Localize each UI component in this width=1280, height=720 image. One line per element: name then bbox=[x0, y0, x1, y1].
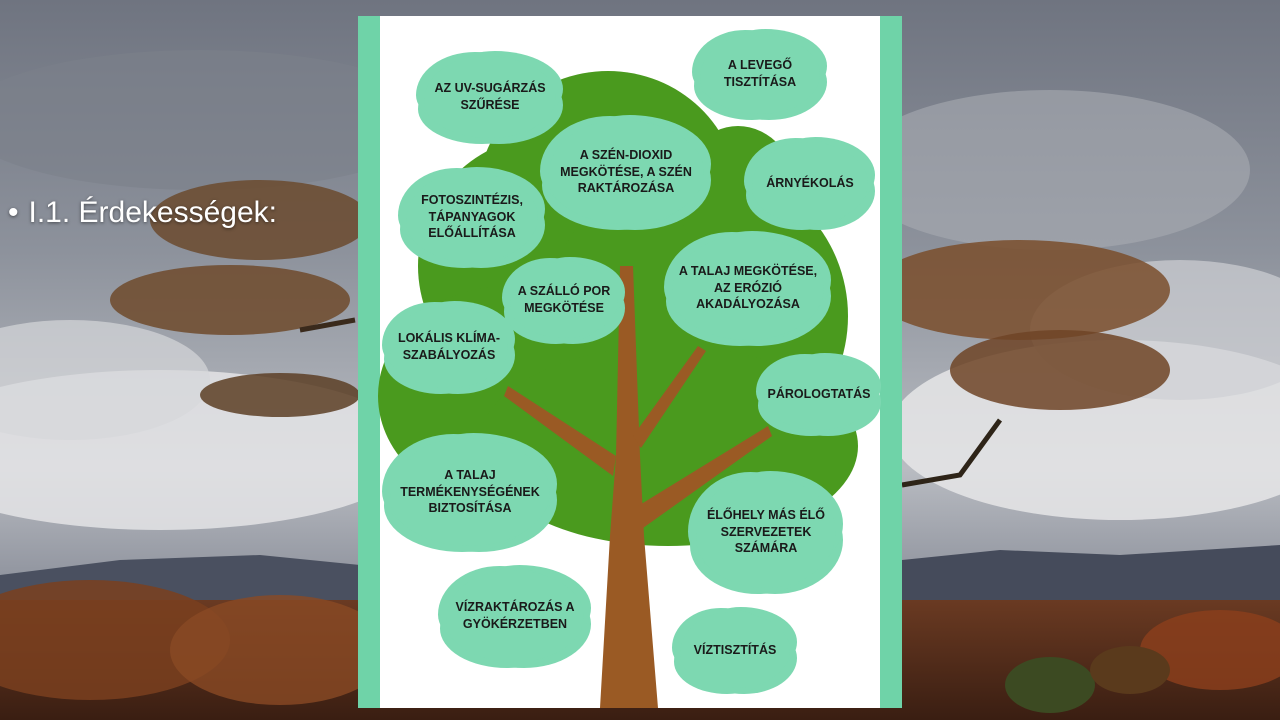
bullet-heading: • I.1. Érdekességek: bbox=[8, 196, 277, 230]
cloud-habitat-text: ÉLŐHELY MÁS ÉLŐ SZERVEZETEK SZÁMÁRA bbox=[706, 507, 826, 556]
cloud-root-water-storage: VÍZRAKTÁROZÁS A GYÖKÉRZETBEN bbox=[446, 570, 584, 662]
bullet-heading-text: I.1. Érdekességek: bbox=[28, 196, 277, 229]
cloud-water-purification-text: VÍZTISZTÍTÁS bbox=[693, 642, 777, 657]
cloud-photosynthesis: FOTOSZINTÉZIS, TÁPANYAGOK ELŐÁLLÍTÁSA bbox=[406, 172, 538, 262]
cloud-soil-fertility-text: A TALAJ TERMÉKENYSÉGÉNEK BIZTOSÍTÁSA bbox=[400, 467, 540, 516]
cloud-habitat: ÉLŐHELY MÁS ÉLŐ SZERVEZETEK SZÁMÁRA bbox=[696, 476, 836, 588]
tree-trunk bbox=[504, 266, 772, 708]
cloud-soil-fertility: A TALAJ TERMÉKENYSÉGÉNEK BIZTOSÍTÁSA bbox=[390, 438, 550, 546]
cloud-air-cleaning: A LEVEGŐ TISZTÍTÁSA bbox=[700, 34, 820, 114]
cloud-water-purification: VÍZTISZTÍTÁS bbox=[680, 612, 790, 688]
cloud-co2-storage-text: A SZÉN-DIOXID MEGKÖTÉSE, A SZÉN RAKTÁROZ… bbox=[560, 147, 692, 196]
cloud-local-climate: LOKÁLIS KLÍMA-SZABÁLYOZÁS bbox=[390, 306, 508, 388]
cloud-evaporation: PÁROLOGTATÁS bbox=[764, 358, 874, 430]
bullet-dot: • bbox=[8, 196, 19, 229]
cloud-dust-binding: A SZÁLLÓ POR MEGKÖTÉSE bbox=[510, 262, 618, 338]
cloud-air-cleaning-text: A LEVEGŐ TISZTÍTÁSA bbox=[723, 58, 797, 89]
cloud-shading-text: ÁRNYÉKOLÁS bbox=[766, 175, 854, 190]
cloud-dust-binding-text: A SZÁLLÓ POR MEGKÖTÉSE bbox=[517, 284, 611, 315]
cloud-local-climate-text: LOKÁLIS KLÍMA-SZABÁLYOZÁS bbox=[397, 331, 501, 362]
cloud-uv-filtering-text: AZ UV-SUGÁRZÁS SZŰRÉSE bbox=[434, 81, 546, 112]
cloud-uv-filtering: AZ UV-SUGÁRZÁS SZŰRÉSE bbox=[424, 56, 556, 138]
cloud-co2-storage: A SZÉN-DIOXID MEGKÖTÉSE, A SZÉN RAKTÁROZ… bbox=[548, 120, 704, 224]
cloud-soil-binding-text: A TALAJ MEGKÖTÉSE, AZ ERÓZIÓ AKADÁLYOZÁS… bbox=[678, 263, 818, 312]
cloud-evaporation-text: PÁROLOGTATÁS bbox=[767, 386, 871, 401]
cloud-photosynthesis-text: FOTOSZINTÉZIS, TÁPANYAGOK ELŐÁLLÍTÁSA bbox=[421, 192, 523, 241]
cloud-root-water-storage-text: VÍZRAKTÁROZÁS A GYÖKÉRZETBEN bbox=[455, 600, 575, 631]
cloud-shading: ÁRNYÉKOLÁS bbox=[752, 142, 868, 224]
cloud-soil-binding: A TALAJ MEGKÖTÉSE, AZ ERÓZIÓ AKADÁLYOZÁS… bbox=[672, 236, 824, 340]
